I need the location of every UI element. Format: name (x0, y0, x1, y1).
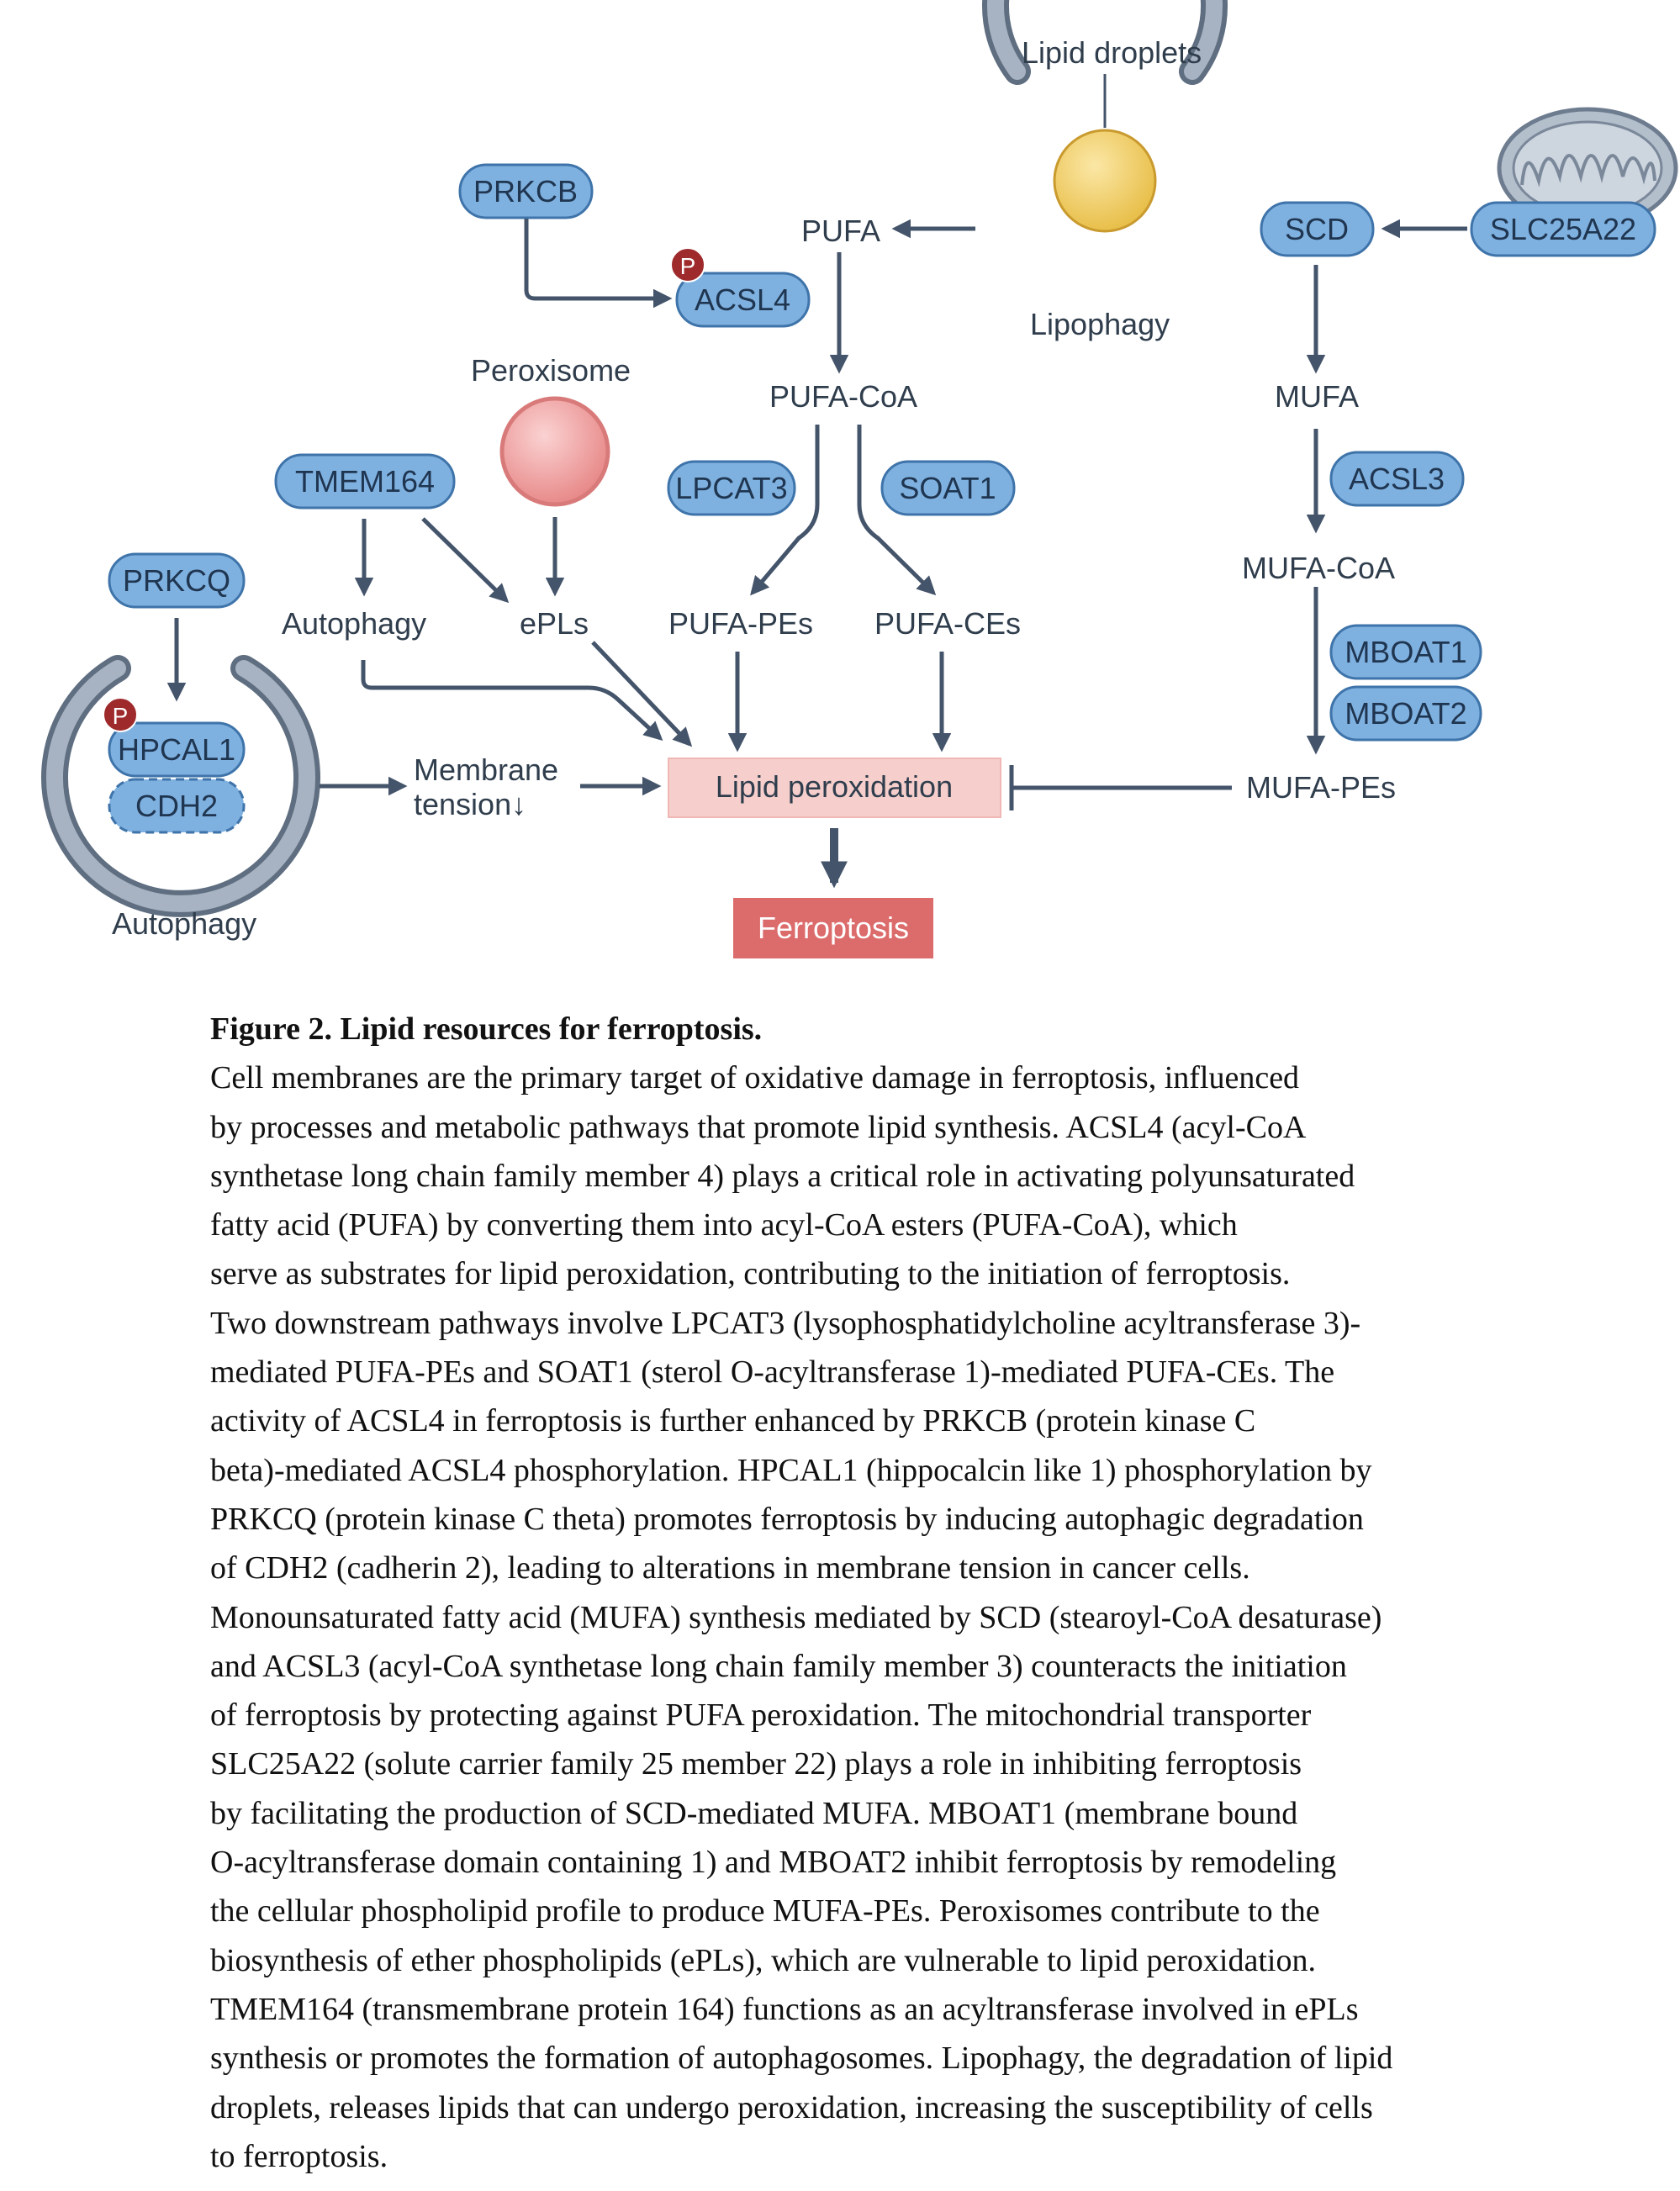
mufa-label: MUFA (1275, 379, 1359, 414)
arrow-tmem164-to-epls (421, 517, 510, 604)
membrane-tension-label-line2: tension↓ (414, 787, 526, 821)
lipid-peroxidation-box (668, 758, 1001, 818)
arrow-pufa-coa-to-pufa-pes (750, 425, 820, 596)
ferroptosis-lipid-diagram: Lipid droplets Lipophagy PUFA PRKCB ACSL… (41, 0, 1678, 958)
scd-label: SCD (1285, 212, 1349, 246)
lpcat3-label: LPCAT3 (675, 471, 787, 505)
acsl4-label: ACSL4 (695, 282, 790, 317)
caption-line: droplets, releases lipids that can under… (210, 2089, 1373, 2125)
lipophagy-membrane-arc (982, 0, 1228, 85)
hpcal1-pill (108, 721, 246, 778)
caption-line: serve as substrates for lipid peroxidati… (210, 1256, 1291, 1292)
caption-line: synthesis or promotes the formation of a… (210, 2041, 1393, 2077)
peroxisome-organelle (499, 396, 610, 507)
caption-line: PRKCQ (protein kinase C theta) promotes … (210, 1501, 1364, 1537)
acsl3-label: ACSL3 (1349, 462, 1445, 496)
caption-line: of CDH2 (cadherin 2), leading to alterat… (210, 1550, 1250, 1586)
caption-line: Cell membranes are the primary target of… (210, 1060, 1300, 1096)
pufa-coa-label: PUFA-CoA (769, 379, 917, 414)
mboat2-pill (1329, 685, 1482, 742)
mufa-pes-label: MUFA-PEs (1246, 770, 1396, 805)
caption-line: Monounsaturated fatty acid (MUFA) synthe… (210, 1599, 1382, 1635)
soat1-pill (880, 460, 1016, 516)
mufa-coa-label: MUFA-CoA (1242, 551, 1395, 585)
ferroptosis-label: Ferroptosis (758, 911, 909, 945)
cdh2-pill (108, 778, 246, 834)
acsl4-pill (675, 272, 811, 328)
caption-line: Two downstream pathways involve LPCAT3 (… (210, 1305, 1361, 1341)
hpcal1-label: HPCAL1 (118, 732, 235, 767)
lipid-droplets-label: Lipid droplets (1022, 35, 1202, 70)
caption-line: biosynthesis of ether phospholipids (ePL… (210, 1942, 1316, 1978)
arrow-pufa-coa-to-pufa-ces (857, 425, 937, 596)
acsl3-pill (1329, 451, 1465, 507)
caption-line: activity of ACSL4 in ferroptosis is furt… (210, 1403, 1256, 1439)
pufa-ces-label: PUFA-CEs (874, 606, 1021, 641)
lipophagy-label: Lipophagy (1030, 307, 1170, 341)
autophagy-left-label: Autophagy (112, 906, 256, 941)
arrow-epls-to-lipid-peroxidation (591, 641, 693, 747)
mboat1-label: MBOAT1 (1345, 635, 1466, 669)
caption-line: to ferroptosis. (210, 2138, 388, 2174)
caption-line: SLC25A22 (solute carrier family 25 membe… (210, 1746, 1302, 1782)
tmem164-label: TMEM164 (295, 464, 435, 499)
peroxisome-label: Peroxisome (471, 353, 631, 388)
mboat2-label: MBOAT2 (1345, 696, 1466, 731)
cdh2-label: CDH2 (135, 789, 218, 823)
caption-line: by facilitating the production of SCD-me… (210, 1795, 1298, 1831)
caption-line: the cellular phospholipid profile to pro… (210, 1893, 1320, 1930)
caption-line: mediated PUFA-PEs and SOAT1 (sterol O-ac… (210, 1354, 1335, 1391)
figure-caption: Figure 2. Lipid resources for ferroptosi… (210, 1005, 1556, 2181)
lipid-peroxidation-label: Lipid peroxidation (716, 769, 953, 804)
caption-line: by processes and metabolic pathways that… (210, 1109, 1307, 1145)
caption-line: O-acyltransferase domain containing 1) a… (210, 1845, 1337, 1881)
lpcat3-pill (667, 460, 796, 516)
epls-label: ePLs (520, 606, 589, 641)
caption-line: beta)-mediated ACSL4 phosphorylation. HP… (210, 1452, 1372, 1488)
caption-line: synthetase long chain family member 4) p… (210, 1158, 1355, 1194)
caption-line: of ferroptosis by protecting against PUF… (210, 1697, 1312, 1734)
caption-title: Figure 2. Lipid resources for ferroptosi… (210, 1011, 763, 1047)
autophagy-mid-label: Autophagy (282, 606, 426, 641)
mitochondrion-icon (1497, 107, 1678, 230)
prkcb-pill (458, 163, 594, 219)
membrane-tension-label-line1: Membrane (414, 752, 558, 787)
prkcq-pill (108, 552, 246, 609)
pufa-label: PUFA (801, 214, 880, 248)
arrow-prkcb-to-acsl4 (524, 219, 673, 309)
prkcq-label: PRKCQ (123, 563, 230, 598)
tmem164-pill (274, 453, 456, 509)
caption-line: and ACSL3 (acyl-CoA synthetase long chai… (210, 1648, 1347, 1684)
hpcal1-phospho-label: P (113, 703, 129, 729)
caption-line: fatty acid (PUFA) by converting them int… (210, 1207, 1238, 1243)
acsl4-phospho-label: P (680, 253, 696, 279)
acsl4-phospho-badge (670, 247, 705, 282)
caption-line: TMEM164 (transmembrane protein 164) func… (210, 1991, 1359, 2027)
autophagosome-membrane-arc (41, 655, 320, 917)
mboat1-pill (1329, 624, 1482, 680)
arrow-autophagy-to-lipid-peroxidation (361, 660, 663, 742)
lipid-droplet (1053, 129, 1157, 233)
slc25a22-pill (1470, 201, 1656, 257)
scd-pill (1260, 201, 1375, 257)
prkcb-label: PRKCB (473, 174, 578, 209)
hpcal1-phospho-badge (103, 697, 138, 732)
slc25a22-label: SLC25A22 (1490, 212, 1636, 246)
soat1-label: SOAT1 (899, 471, 996, 505)
ferroptosis-box (733, 898, 933, 958)
pufa-pes-label: PUFA-PEs (668, 606, 813, 641)
